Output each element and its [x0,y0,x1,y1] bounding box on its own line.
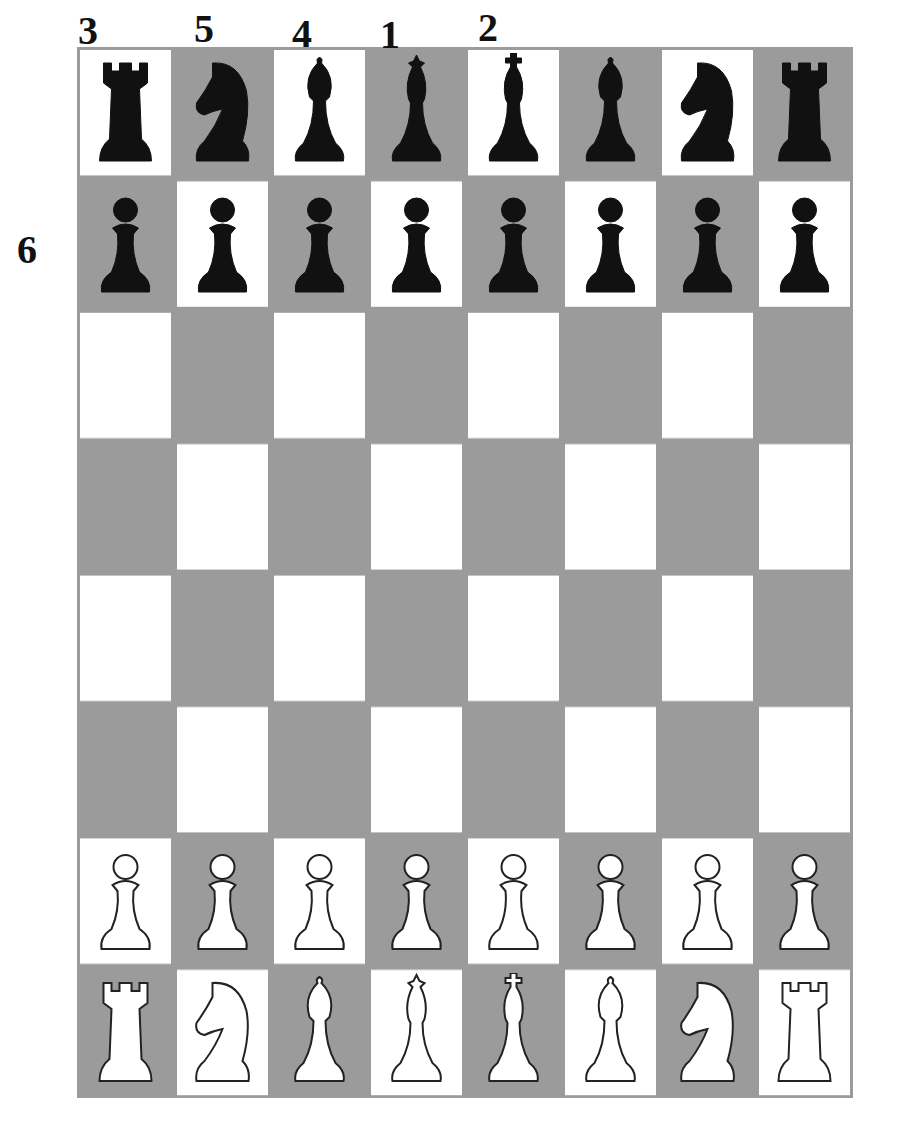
white-knight [681,983,734,1081]
white-pawn [489,855,538,949]
callout-number: 1 [380,15,400,55]
white-pawn [780,855,829,949]
white-bishop [586,977,635,1081]
black-pawn [295,198,344,292]
black-knight [196,63,249,161]
black-pawn [101,198,150,292]
black-bishop [295,57,344,161]
white-knight [196,983,249,1081]
board-frame [77,47,853,1098]
white-pawn [101,855,150,949]
callout-number: 2 [478,8,498,48]
white-rook [100,983,152,1081]
white-pawn [198,855,247,949]
white-pieces [100,855,831,1081]
black-bishop [586,57,635,161]
black-pawn [780,198,829,292]
callout-number: 5 [194,9,214,49]
black-pawn [586,198,635,292]
white-queen [392,975,441,1081]
black-pawn [489,198,538,292]
white-pawn [586,855,635,949]
black-rook [100,63,152,161]
white-pawn [683,855,732,949]
black-knight [681,63,734,161]
white-pawn [295,855,344,949]
black-pawn [198,198,247,292]
white-king [489,973,538,1081]
callout-number: 4 [292,14,312,54]
callout-number: 6 [17,230,37,270]
black-pawn [392,198,441,292]
black-king [489,53,538,161]
white-pawn [392,855,441,949]
white-rook [779,983,831,1081]
black-pieces [100,53,831,292]
white-bishop [295,977,344,1081]
black-queen [392,55,441,161]
black-pawn [683,198,732,292]
callout-number: 3 [78,11,98,51]
black-rook [779,63,831,161]
board-squares [77,47,853,1098]
